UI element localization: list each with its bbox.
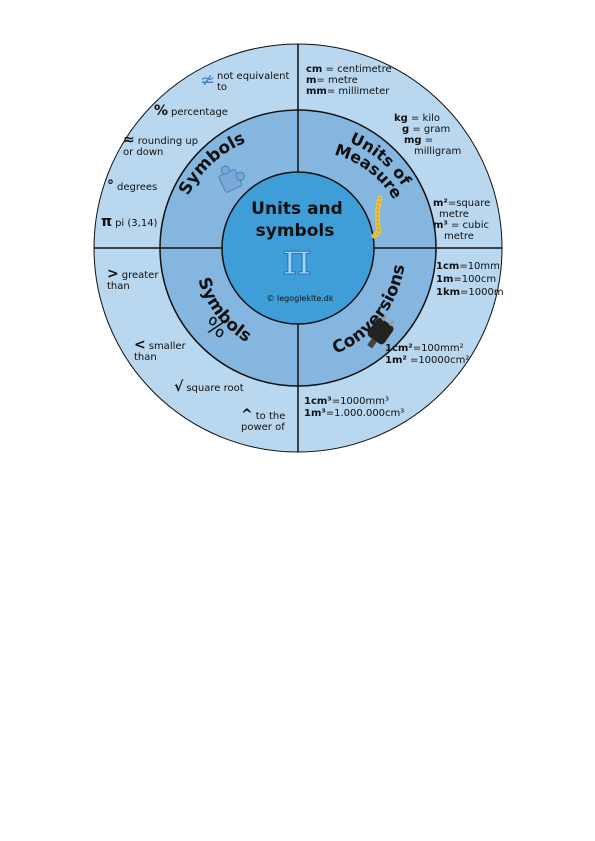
conversion-length-list: 1cm=10mm 1m=100cm 1km=1000m [436,261,504,298]
puzzle-icon [218,165,245,193]
symbol-percentage: %percentage [154,103,228,119]
unit-area-volume-list: m²=square metre m³ = cubic metre [433,198,491,242]
symbol-degrees: °degrees [107,178,158,194]
conversion-area-list: 1cm²=100mm² 1m² =10000cm² [385,343,470,366]
center-title-line1: Units and [251,199,343,219]
measuring-tape-icon [371,195,383,239]
center-title-line2: symbols [256,221,335,241]
symbol-square-root: √square root [174,379,244,395]
center-circle [221,171,375,325]
power-plug-icon [367,314,395,349]
conversion-volume-list: 1cm³=1000mm³ 1m³=1.000.000cm³ [304,396,405,419]
unit-mass-list: kg = kilo g = gram mg = milligram [394,113,462,157]
not-equal-icon: ≄ [200,70,215,91]
center-copyright: © legogleklte.dk [266,294,333,303]
unit-length-list: cm = centimetre m= metre mm= millimeter [306,64,392,97]
pi-icon: π [283,234,312,285]
